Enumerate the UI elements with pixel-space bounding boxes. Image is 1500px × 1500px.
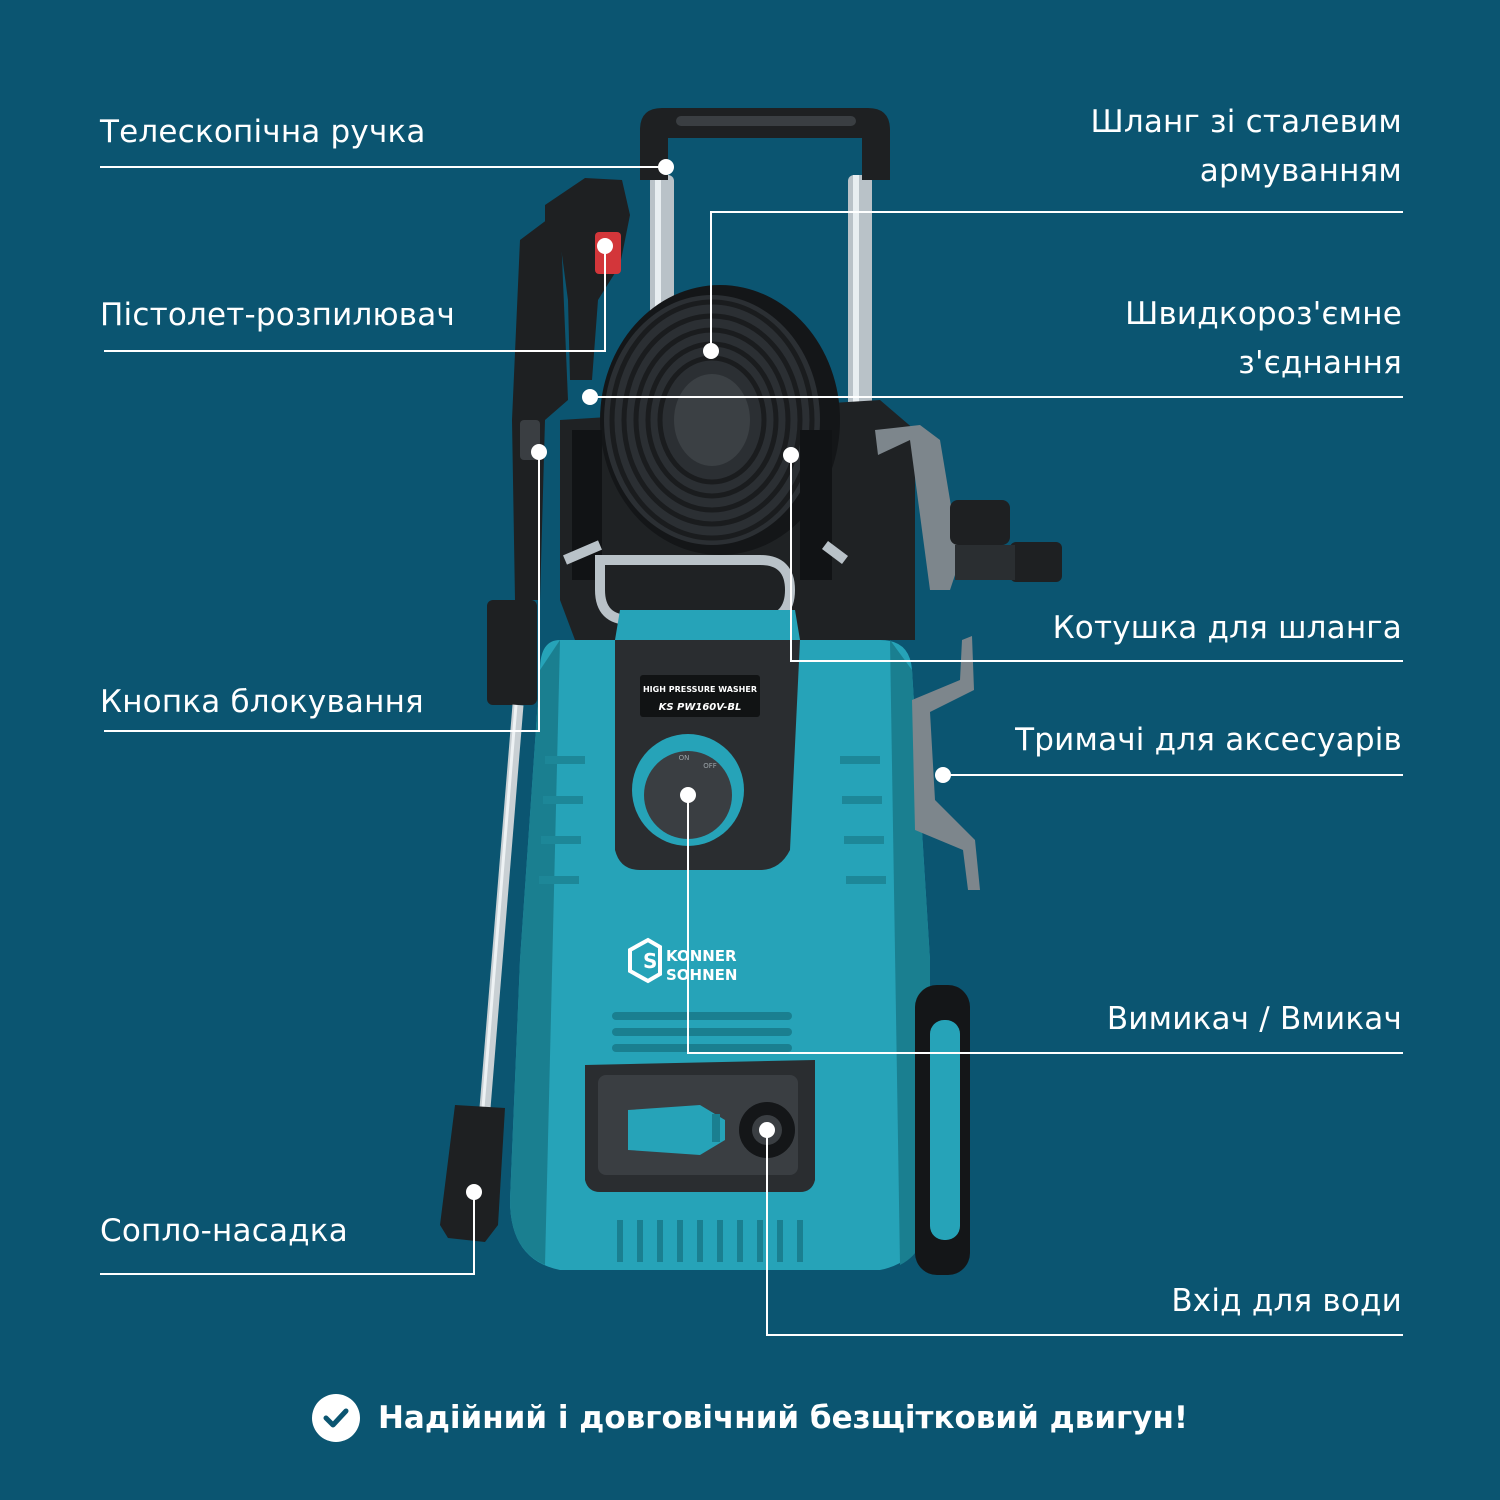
brand-line2: SOHNEN — [666, 966, 737, 984]
brand-line1: KONNER — [666, 947, 737, 965]
callout-line-nozzle — [100, 1273, 475, 1275]
footer: Надійний і довговічний безщітковий двигу… — [0, 1388, 1500, 1448]
callout-line-hose-v — [710, 211, 712, 351]
callout-line-power-switch — [687, 1052, 1403, 1054]
callout-dot-nozzle — [466, 1184, 482, 1200]
switch-off-label: OFF — [703, 762, 717, 770]
callout-line-lock-button — [104, 730, 540, 732]
label-power-switch: Вимикач / Вмикач — [1106, 1001, 1402, 1037]
callout-line-lock-button-v — [538, 452, 540, 732]
callout-line-hose — [710, 211, 1403, 213]
label-quick-connect-line1: Швидкороз'ємне — [1125, 296, 1402, 332]
callout-dot-water-inlet — [759, 1122, 775, 1138]
callout-line-spray-gun — [104, 350, 606, 352]
washer-body — [510, 610, 930, 1270]
label-quick-connect-line2: з'єднання — [1238, 345, 1402, 381]
callout-line-power-switch-v — [687, 795, 689, 1054]
label-hose-line2: армуванням — [1199, 153, 1402, 189]
label-hose-line1: Шланг зі сталевим — [1090, 104, 1402, 140]
label-telescopic-handle: Телескопічна ручка — [100, 114, 426, 150]
callout-line-hose-reel-v — [790, 455, 792, 662]
callout-line-accessory-holders — [943, 774, 1403, 776]
callout-dot-power-switch — [680, 787, 696, 803]
callout-dot-hose-reel — [783, 447, 799, 463]
callout-dot-telescopic-handle — [658, 159, 674, 175]
hose-reel — [563, 285, 848, 625]
callout-line-hose-reel — [790, 660, 1403, 662]
model-label: KS PW160V-BL — [659, 702, 742, 713]
callout-dot-quick-connect — [582, 389, 598, 405]
accessory-holder — [912, 636, 980, 890]
label-nozzle: Сопло-насадка — [100, 1213, 348, 1249]
callout-dot-hose — [703, 343, 719, 359]
brand-logo: S — [628, 937, 662, 984]
callout-line-water-inlet — [766, 1334, 1403, 1336]
switch-on-label: ON — [679, 754, 690, 762]
wheel — [915, 985, 970, 1275]
callout-line-quick-connect — [590, 396, 1403, 398]
label-water-inlet: Вхід для води — [1171, 1283, 1402, 1319]
callout-dot-lock-button — [531, 444, 547, 460]
callout-dot-accessory-holders — [935, 767, 951, 783]
callout-line-spray-gun-v — [604, 246, 606, 352]
label-spray-gun: Пістолет-розпилювач — [100, 297, 455, 333]
label-accessory-holders: Тримачі для аксесуарів — [1015, 722, 1402, 758]
footer-text: Надійний і довговічний безщітковий двигу… — [377, 1400, 1188, 1436]
label-hose-reel: Котушка для шланга — [1052, 610, 1402, 646]
label-lock-button: Кнопка блокування — [100, 684, 424, 720]
check-circle-icon — [311, 1394, 360, 1442]
svg-text:S: S — [643, 949, 657, 973]
callout-dot-spray-gun — [597, 238, 613, 254]
reel-crank — [875, 425, 1062, 590]
callout-line-telescopic-handle — [100, 166, 666, 168]
callout-line-nozzle-v — [473, 1192, 475, 1275]
panel-title: HIGH PRESSURE WASHER — [643, 685, 757, 694]
callout-line-water-inlet-v — [766, 1130, 768, 1336]
